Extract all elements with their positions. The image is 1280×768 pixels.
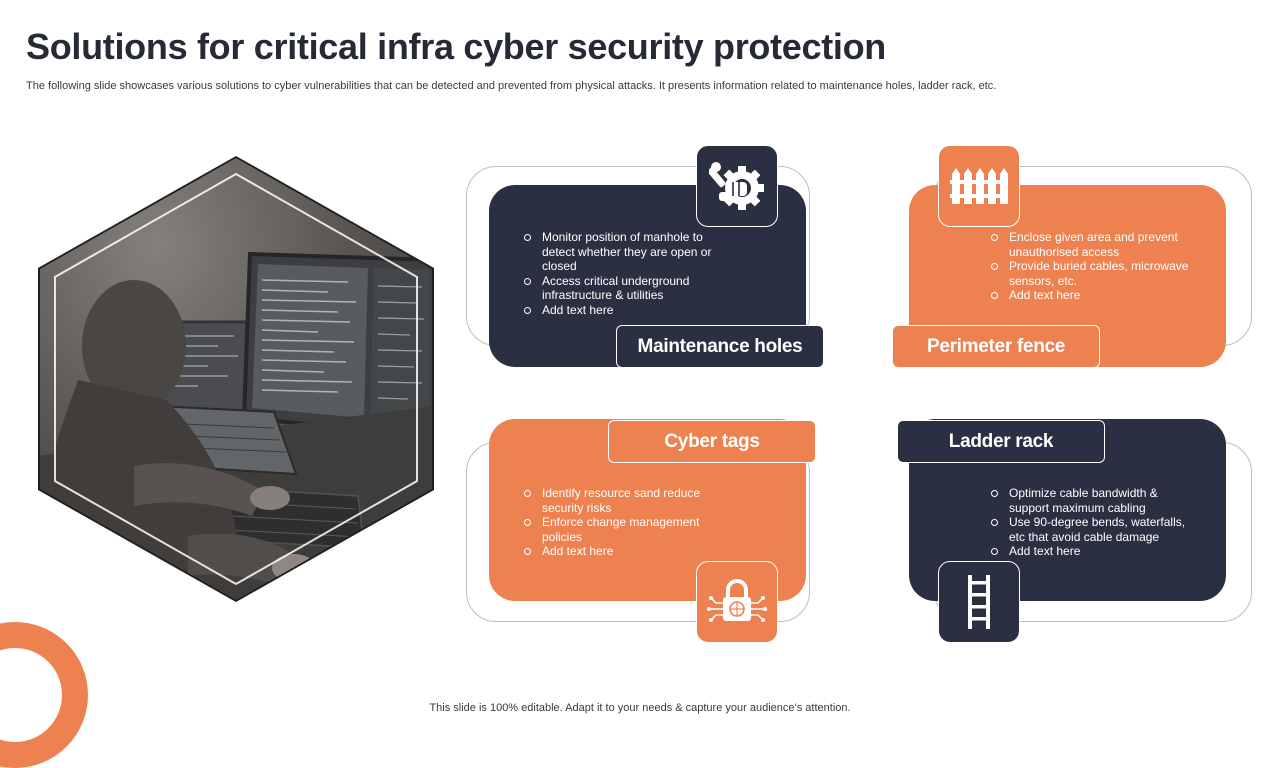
decorative-ring xyxy=(0,622,88,768)
hacker-photo-hexagon xyxy=(38,156,434,602)
list-item: Monitor position of manhole to detect wh… xyxy=(522,230,722,274)
maintenance-holes-bullets: Monitor position of manhole to detect wh… xyxy=(522,230,722,317)
page-subtitle: The following slide showcases various so… xyxy=(26,80,997,92)
list-item: Enclose given area and prevent unauthori… xyxy=(989,230,1199,259)
ladder-icon xyxy=(938,561,1020,643)
list-item: Enforce change management policies xyxy=(522,515,722,544)
list-item: Optimize cable bandwidth & support maxim… xyxy=(989,486,1199,515)
fence-icon xyxy=(938,145,1020,227)
list-item: Provide buried cables, microwave sensors… xyxy=(989,259,1199,288)
ladder-rack-label: Ladder rack xyxy=(897,420,1105,463)
list-item: Add text here xyxy=(989,288,1199,303)
footer-note: This slide is 100% editable. Adapt it to… xyxy=(429,702,851,714)
list-item: Identify resource sand reduce security r… xyxy=(522,486,722,515)
padlock-circuit-icon xyxy=(696,561,778,643)
cyber-tags-label: Cyber tags xyxy=(608,420,816,463)
maintenance-holes-label: Maintenance holes xyxy=(616,325,824,368)
list-item: Use 90-degree bends, waterfalls, etc tha… xyxy=(989,515,1199,544)
perimeter-fence-bullets: Enclose given area and prevent unauthori… xyxy=(989,230,1199,303)
page-title: Solutions for critical infra cyber secur… xyxy=(26,26,886,67)
list-item: Access critical underground infrastructu… xyxy=(522,274,722,303)
perimeter-fence-label: Perimeter fence xyxy=(892,325,1100,368)
cyber-tags-bullets: Identify resource sand reduce security r… xyxy=(522,486,722,559)
ladder-rack-bullets: Optimize cable bandwidth & support maxim… xyxy=(989,486,1199,559)
list-item: Add text here xyxy=(522,303,722,318)
wrench-gear-hand-icon xyxy=(696,145,778,227)
list-item: Add text here xyxy=(522,544,722,559)
list-item: Add text here xyxy=(989,544,1199,559)
